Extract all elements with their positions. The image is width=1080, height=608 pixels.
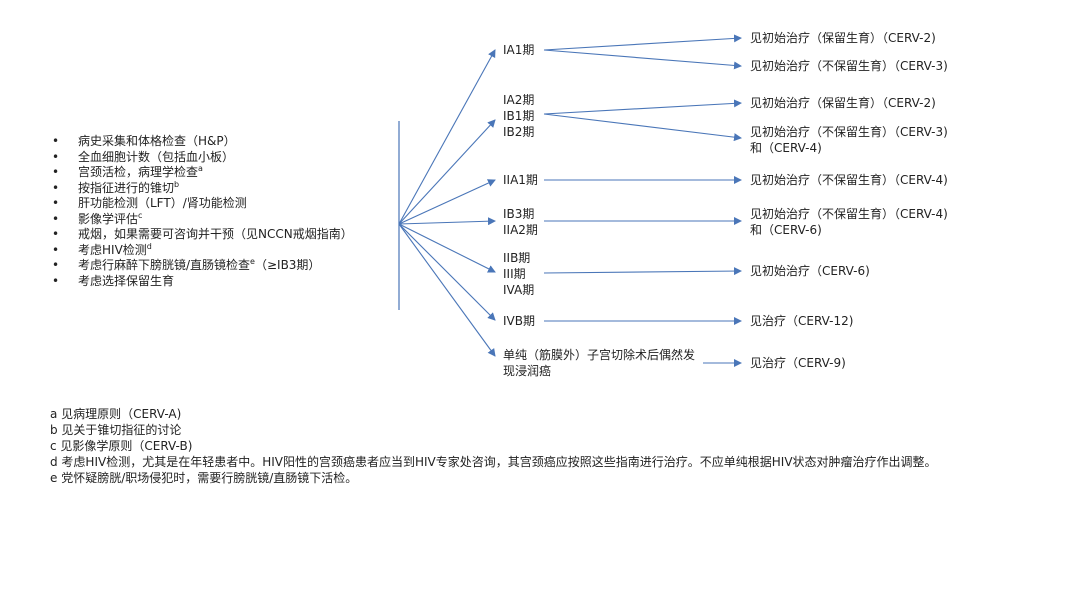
outcome-arrows	[543, 34, 742, 367]
workup-item: 影像学评估c	[52, 210, 353, 228]
outcome-incidental: 见治疗（CERV-9)	[750, 356, 846, 370]
outcome-ia1-fertility: 见初始治疗（保留生育）（CERV-2)	[750, 31, 936, 45]
workup-item: 全血细胞计数（包括血小板）	[52, 150, 353, 166]
outcome-ia1-no-fertility: 见初始治疗（不保留生育）（CERV-3)	[750, 59, 948, 73]
arrow-to-stage-iia1	[398, 179, 496, 225]
arrow-to-stage-iib-iva	[398, 223, 496, 273]
footnote-mark: d	[146, 241, 152, 251]
footnote-mark: b	[174, 179, 180, 189]
arrow-ia1-fertility	[543, 34, 742, 51]
arrow-to-stage-ia2-ib2	[398, 119, 496, 225]
arrow-iib-outcome	[543, 267, 742, 276]
outcome-iia1: 见初始治疗（不保留生育）（CERV-4)	[750, 173, 948, 187]
footnote-mark: c	[138, 210, 143, 220]
footnote-d: d 考虑HIV检测，尤其是在年轻患者中。HIV阳性的宫颈癌患者应当到HIV专家处…	[50, 455, 937, 469]
arrow-ib-fertility	[543, 99, 742, 115]
stage-incidental-finding: 单纯（筋膜外）子宫切除术后偶然发现浸润癌	[503, 348, 696, 378]
stage-ia1: IA1期	[503, 43, 535, 57]
workup-item: 肝功能检测（LFT）/肾功能检测	[52, 196, 353, 212]
workup-item: 考虑选择保留生育	[52, 274, 353, 290]
stage-ia2-ib1-ib2: IA2期 IB1期 IB2期	[503, 93, 535, 139]
workup-list: 病史采集和体格检查（H&P） 全血细胞计数（包括血小板） 宫颈活检，病理学检查a…	[52, 134, 353, 289]
outcome-ib3-iia2: 见初始治疗（不保留生育）（CERV-4) 和（CERV-6)	[750, 207, 948, 237]
footnotes: a 见病理原则（CERV-A) b 见关于锥切指征的讨论 c 见影像学原则（CE…	[50, 406, 937, 486]
stage-iib-iii-iva: IIB期 III期 IVA期	[503, 251, 535, 297]
arrow-to-stage-ia1	[398, 49, 496, 225]
footnote-e: e 党怀疑膀胱/职场侵犯时，需要行膀胱镜/直肠镜下活检。	[50, 471, 358, 485]
workup-item: 戒烟，如果需要可咨询并干预（见NCCN戒烟指南）	[52, 227, 353, 243]
footnote-mark: a	[198, 164, 203, 173]
outcome-ib-no-fertility: 见初始治疗（不保留生育）（CERV-3) 和（CERV-4)	[750, 125, 948, 155]
outcome-iib-iva: 见初始治疗（CERV-6)	[750, 264, 870, 278]
outcome-ivb: 见治疗（CERV-12)	[750, 314, 854, 328]
stage-ivb: IVB期	[503, 314, 535, 328]
arrow-to-stage-ib3-iia2	[398, 217, 496, 226]
stage-iia1: IIA1期	[503, 173, 538, 187]
workup-item: 病史采集和体格检查（H&P）	[52, 134, 353, 150]
stage-ib3-iia2: IB3期 IIA2期	[503, 207, 538, 237]
footnote-mark: e	[250, 257, 255, 266]
workup-item: 宫颈活检，病理学检查a	[52, 165, 353, 181]
workup-item: 考虑HIV检测d	[52, 241, 353, 259]
arrow-to-stage-incidental	[398, 223, 496, 357]
footnote-b: b 见关于锥切指征的讨论	[50, 423, 182, 437]
footnote-c: c 见影像学原则（CERV-B)	[50, 439, 193, 453]
workup-item: 考虑行麻醉下膀胱镜/直肠镜检查e（≥IB3期）	[52, 258, 353, 274]
outcome-ib-fertility: 见初始治疗（保留生育）（CERV-2)	[750, 96, 936, 110]
arrow-ib-no-fertility	[543, 113, 742, 142]
footnote-a: a 见病理原则（CERV-A)	[50, 407, 182, 421]
workup-item: 按指征进行的锥切b	[52, 179, 353, 197]
stage-arrows	[398, 49, 496, 357]
arrow-ia1-no-fertility	[543, 49, 742, 70]
arrow-to-stage-ivb	[398, 223, 496, 321]
